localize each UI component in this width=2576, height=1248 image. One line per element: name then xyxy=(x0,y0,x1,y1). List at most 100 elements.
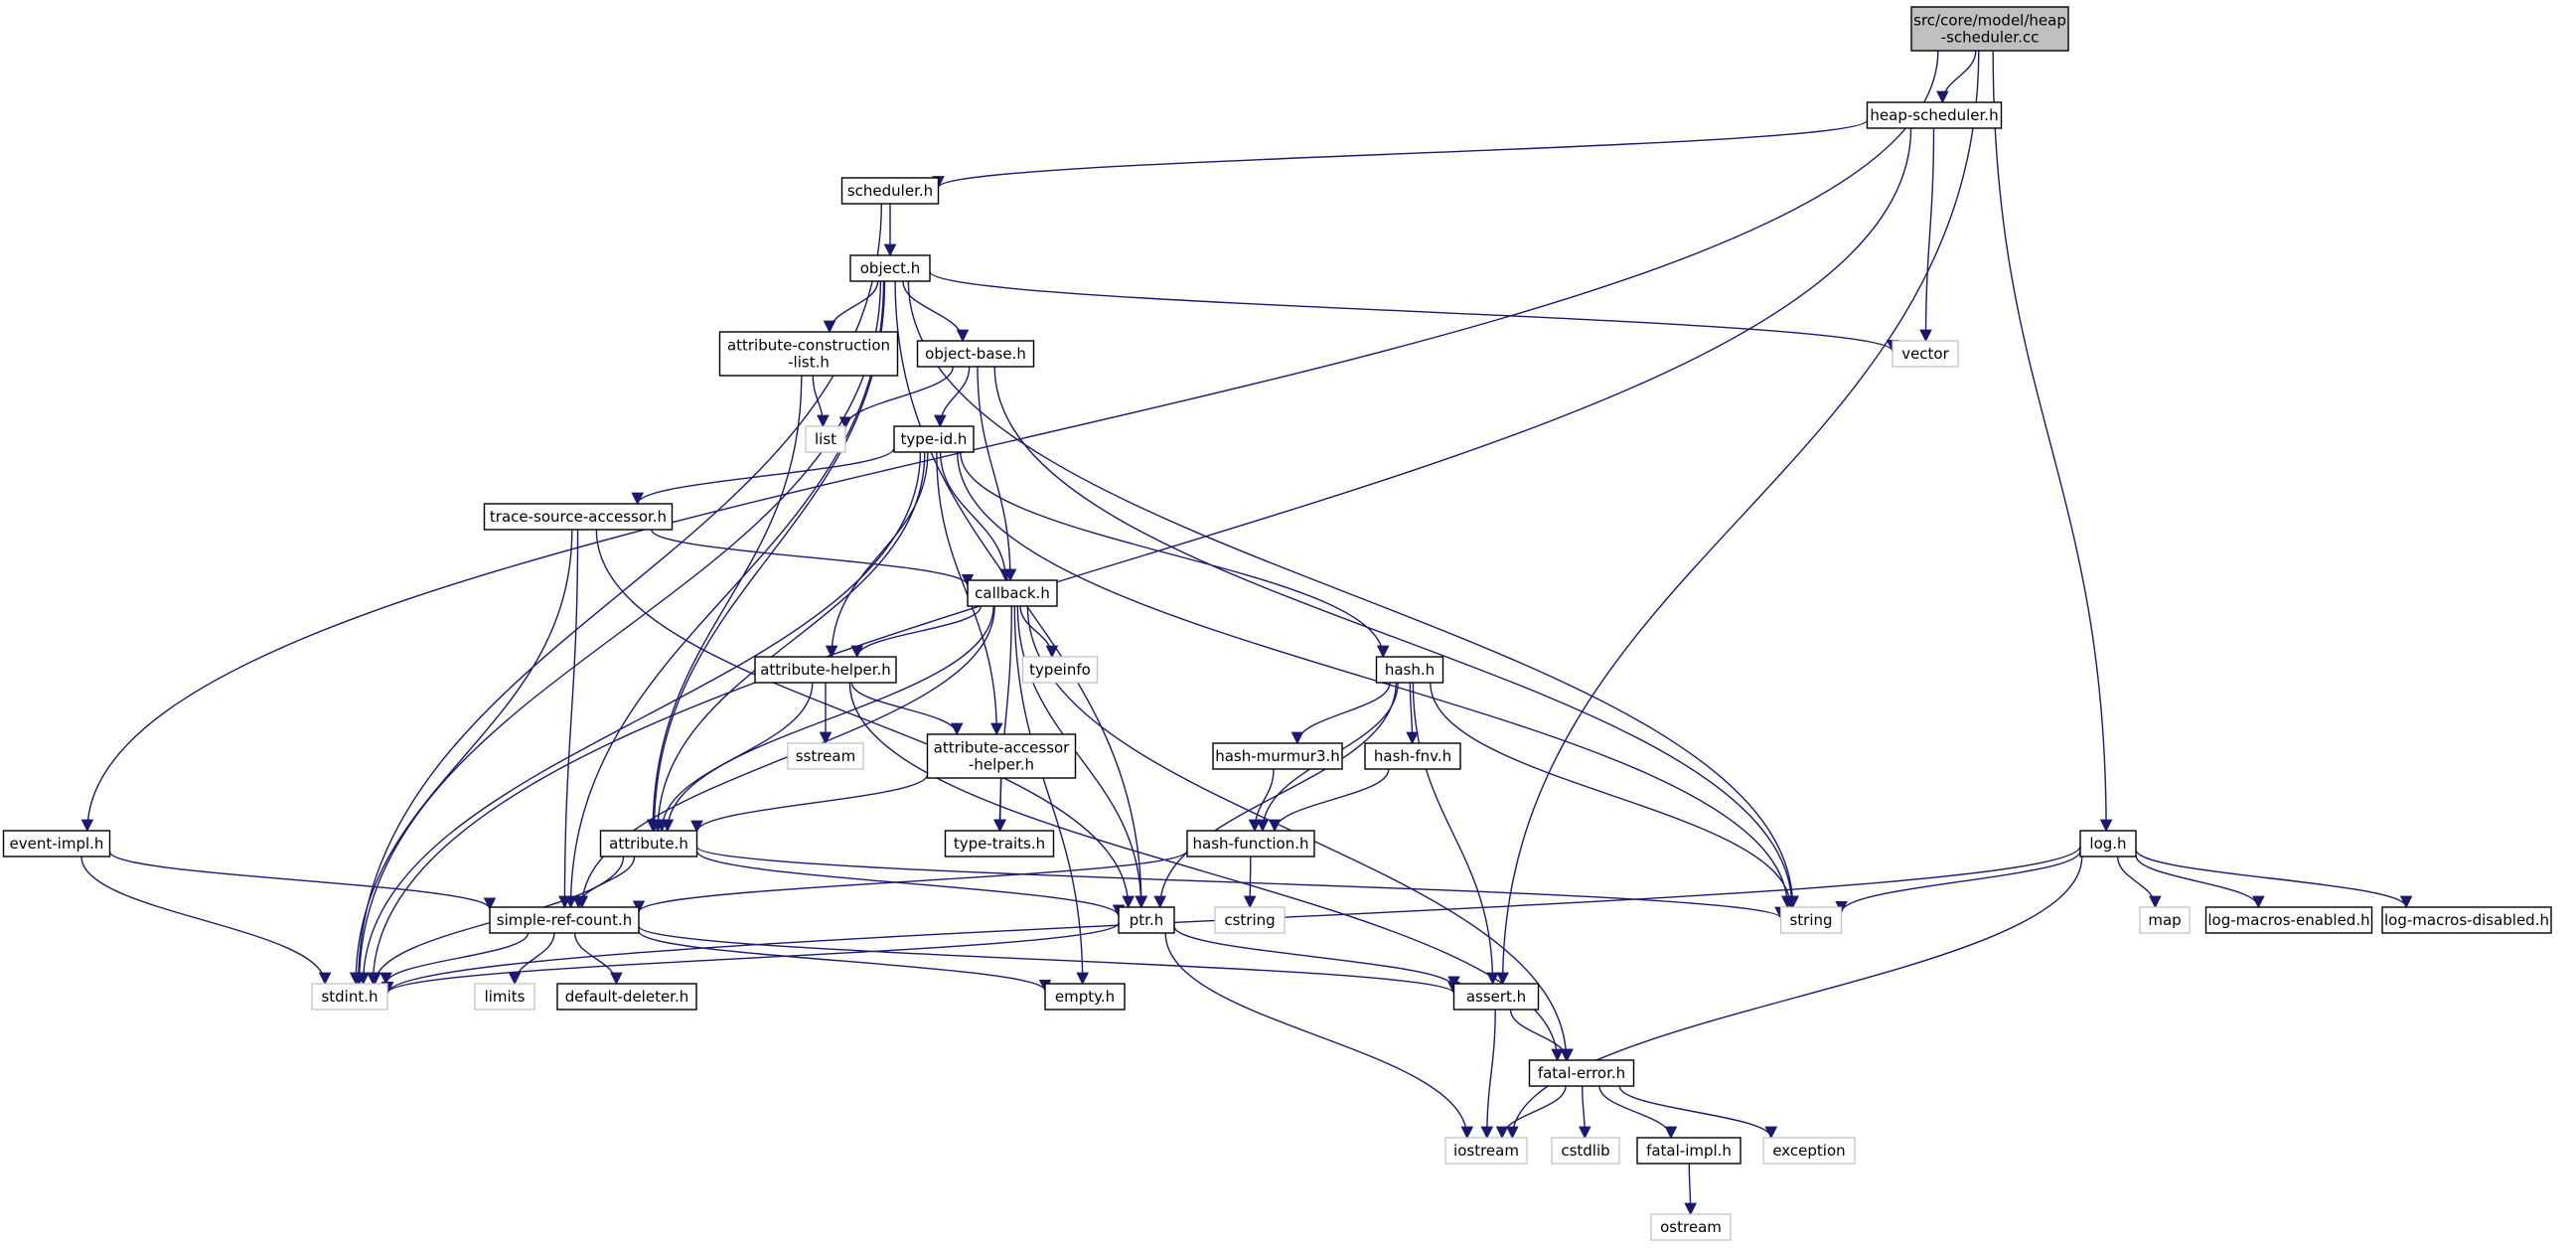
node-cstdlib[interactable]: cstdlib xyxy=(1551,1137,1620,1165)
node-label: -list.h xyxy=(788,354,830,372)
node-box xyxy=(840,177,940,205)
node-vector[interactable]: vector xyxy=(1892,340,1959,368)
node-label: ostream xyxy=(1660,1218,1722,1236)
node-assert-h[interactable]: assert.h xyxy=(1452,983,1540,1011)
edge-callback-h-to-empty-h xyxy=(1013,605,1089,986)
node-hash-function-h[interactable]: hash-function.h xyxy=(1186,830,1315,858)
node-event-impl-h[interactable]: event-impl.h xyxy=(2,830,111,858)
node-box xyxy=(2381,906,2552,934)
node-root[interactable]: src/core/model/heap-scheduler.cc xyxy=(1910,6,2069,52)
edge-log-h-to-iostream xyxy=(1506,856,2083,1140)
edge-hash-function-h-to-cstring xyxy=(1243,856,1257,909)
node-hash-fnv-h[interactable]: hash-fnv.h xyxy=(1364,742,1461,770)
node-callback-h[interactable]: callback.h xyxy=(967,579,1058,607)
node-box xyxy=(1452,983,1540,1011)
edge-object-h-to-object-base-h xyxy=(902,280,970,343)
node-label: typeinfo xyxy=(1029,661,1091,679)
node-label: limits xyxy=(485,988,526,1006)
node-label: stdint.h xyxy=(321,988,378,1006)
node-box xyxy=(754,656,897,684)
node-label: cstdlib xyxy=(1561,1142,1609,1160)
node-box xyxy=(1636,1137,1742,1165)
node-box xyxy=(787,742,864,770)
node-label: fatal-error.h xyxy=(1538,1064,1625,1082)
node-box xyxy=(556,983,697,1011)
node-hash-murmur3-h[interactable]: hash-murmur3.h xyxy=(1212,742,1343,770)
node-exception[interactable]: exception xyxy=(1762,1137,1856,1165)
node-label: src/core/model/heap xyxy=(1913,12,2066,30)
edge-type-id-h-to-callback-h xyxy=(939,451,1012,582)
node-object-h[interactable]: object.h xyxy=(849,254,931,282)
node-label: sstream xyxy=(796,747,855,765)
node-label: object-base.h xyxy=(925,345,1026,363)
node-box xyxy=(474,983,535,1011)
node-box xyxy=(944,830,1055,858)
edge-simple-ref-count-h-to-assert-h xyxy=(638,925,1460,995)
node-cstring[interactable]: cstring xyxy=(1214,906,1286,934)
node-ptr-h[interactable]: ptr.h xyxy=(1118,906,1175,934)
node-log-macros-disabled-h[interactable]: log-macros-disabled.h xyxy=(2381,906,2552,934)
edge-fatal-impl-h-to-ostream xyxy=(1684,1163,1697,1216)
edge-hash-h-to-assert-h xyxy=(1412,682,1499,986)
node-iostream[interactable]: iostream xyxy=(1444,1137,1528,1165)
edge-object-h-to-attribute-h xyxy=(648,280,886,833)
edge-root-to-heap-scheduler-h xyxy=(1936,50,1977,104)
node-log-h[interactable]: log.h xyxy=(2079,830,2137,858)
node-label: attribute-helper.h xyxy=(760,661,891,679)
node-box xyxy=(1375,656,1444,684)
edge-root-to-log-h xyxy=(1992,50,2113,833)
node-type-traits-h[interactable]: type-traits.h xyxy=(944,830,1055,858)
edge-type-id-h-to-stdint-h xyxy=(357,451,922,986)
edge-trace-source-accessor-h-to-simple-ref-count-h xyxy=(558,529,579,909)
node-stdint-h[interactable]: stdint.h xyxy=(311,983,388,1011)
edge-type-id-h-to-trace-source-accessor-h xyxy=(631,447,895,506)
node-default-deleter-h[interactable]: default-deleter.h xyxy=(556,983,697,1011)
edge-hash-h-to-string xyxy=(1430,682,1797,909)
node-attribute-construction-list-h[interactable]: attribute-construction-list.h xyxy=(718,331,899,377)
node-label: hash-murmur3.h xyxy=(1215,747,1340,765)
node-type-id-h[interactable]: type-id.h xyxy=(893,425,975,453)
node-log-macros-enabled-h[interactable]: log-macros-enabled.h xyxy=(2204,906,2373,934)
edge-callback-h-to-ptr-h xyxy=(1016,605,1147,909)
edge-ptr-h-to-iostream xyxy=(1164,932,1474,1140)
node-attribute-h[interactable]: attribute.h xyxy=(599,830,698,858)
node-box xyxy=(805,425,846,453)
node-heap-scheduler-h[interactable]: heap-scheduler.h xyxy=(1866,101,2003,129)
edge-object-h-to-simple-ref-count-h xyxy=(564,280,885,909)
node-hash-h[interactable]: hash.h xyxy=(1375,656,1444,684)
node-string[interactable]: string xyxy=(1779,906,1843,934)
edge-object-h-to-attribute-construction-list-h xyxy=(823,280,879,334)
edge-object-h-to-stdint-h xyxy=(353,280,882,986)
node-object-base-h[interactable]: object-base.h xyxy=(916,340,1035,368)
node-typeinfo[interactable]: typeinfo xyxy=(1021,656,1099,684)
edge-simple-ref-count-h-to-stdint-h xyxy=(379,932,530,986)
edge-assert-h-to-iostream xyxy=(1480,1009,1496,1140)
edge-simple-ref-count-h-to-empty-h xyxy=(638,930,1052,993)
node-map[interactable]: map xyxy=(2139,906,2191,934)
node-box xyxy=(1214,906,1286,934)
edge-assert-h-to-fatal-error-h xyxy=(1509,1009,1574,1062)
edge-hash-function-h-to-simple-ref-count-h xyxy=(632,850,1188,913)
edge-heap-scheduler-h-to-scheduler-h xyxy=(932,119,1869,189)
node-fatal-impl-h[interactable]: fatal-impl.h xyxy=(1636,1137,1742,1165)
edge-trace-source-accessor-h-to-callback-h xyxy=(651,529,975,587)
node-fatal-error-h[interactable]: fatal-error.h xyxy=(1528,1059,1635,1087)
node-limits[interactable]: limits xyxy=(474,983,535,1011)
edge-object-h-to-string xyxy=(907,280,1799,909)
node-ostream[interactable]: ostream xyxy=(1650,1213,1732,1241)
node-trace-source-accessor-h[interactable]: trace-source-accessor.h xyxy=(483,503,674,531)
edge-log-h-to-map xyxy=(2116,856,2162,909)
node-simple-ref-count-h[interactable]: simple-ref-count.h xyxy=(489,906,640,934)
node-attribute-accessor-helper-h[interactable]: attribute-accessor-helper.h xyxy=(926,733,1077,779)
node-list[interactable]: list xyxy=(805,425,846,453)
node-label: vector xyxy=(1901,345,1949,363)
node-scheduler-h[interactable]: scheduler.h xyxy=(840,177,940,205)
edge-attribute-h-to-ptr-h xyxy=(695,851,1126,917)
edge-log-h-to-string xyxy=(1835,850,2081,914)
node-sstream[interactable]: sstream xyxy=(787,742,864,770)
edge-trace-source-accessor-h-to-ptr-h xyxy=(595,529,1135,909)
node-empty-h[interactable]: empty.h xyxy=(1044,983,1126,1011)
node-label: hash-fnv.h xyxy=(1374,747,1451,765)
node-attribute-helper-h[interactable]: attribute-helper.h xyxy=(754,656,897,684)
